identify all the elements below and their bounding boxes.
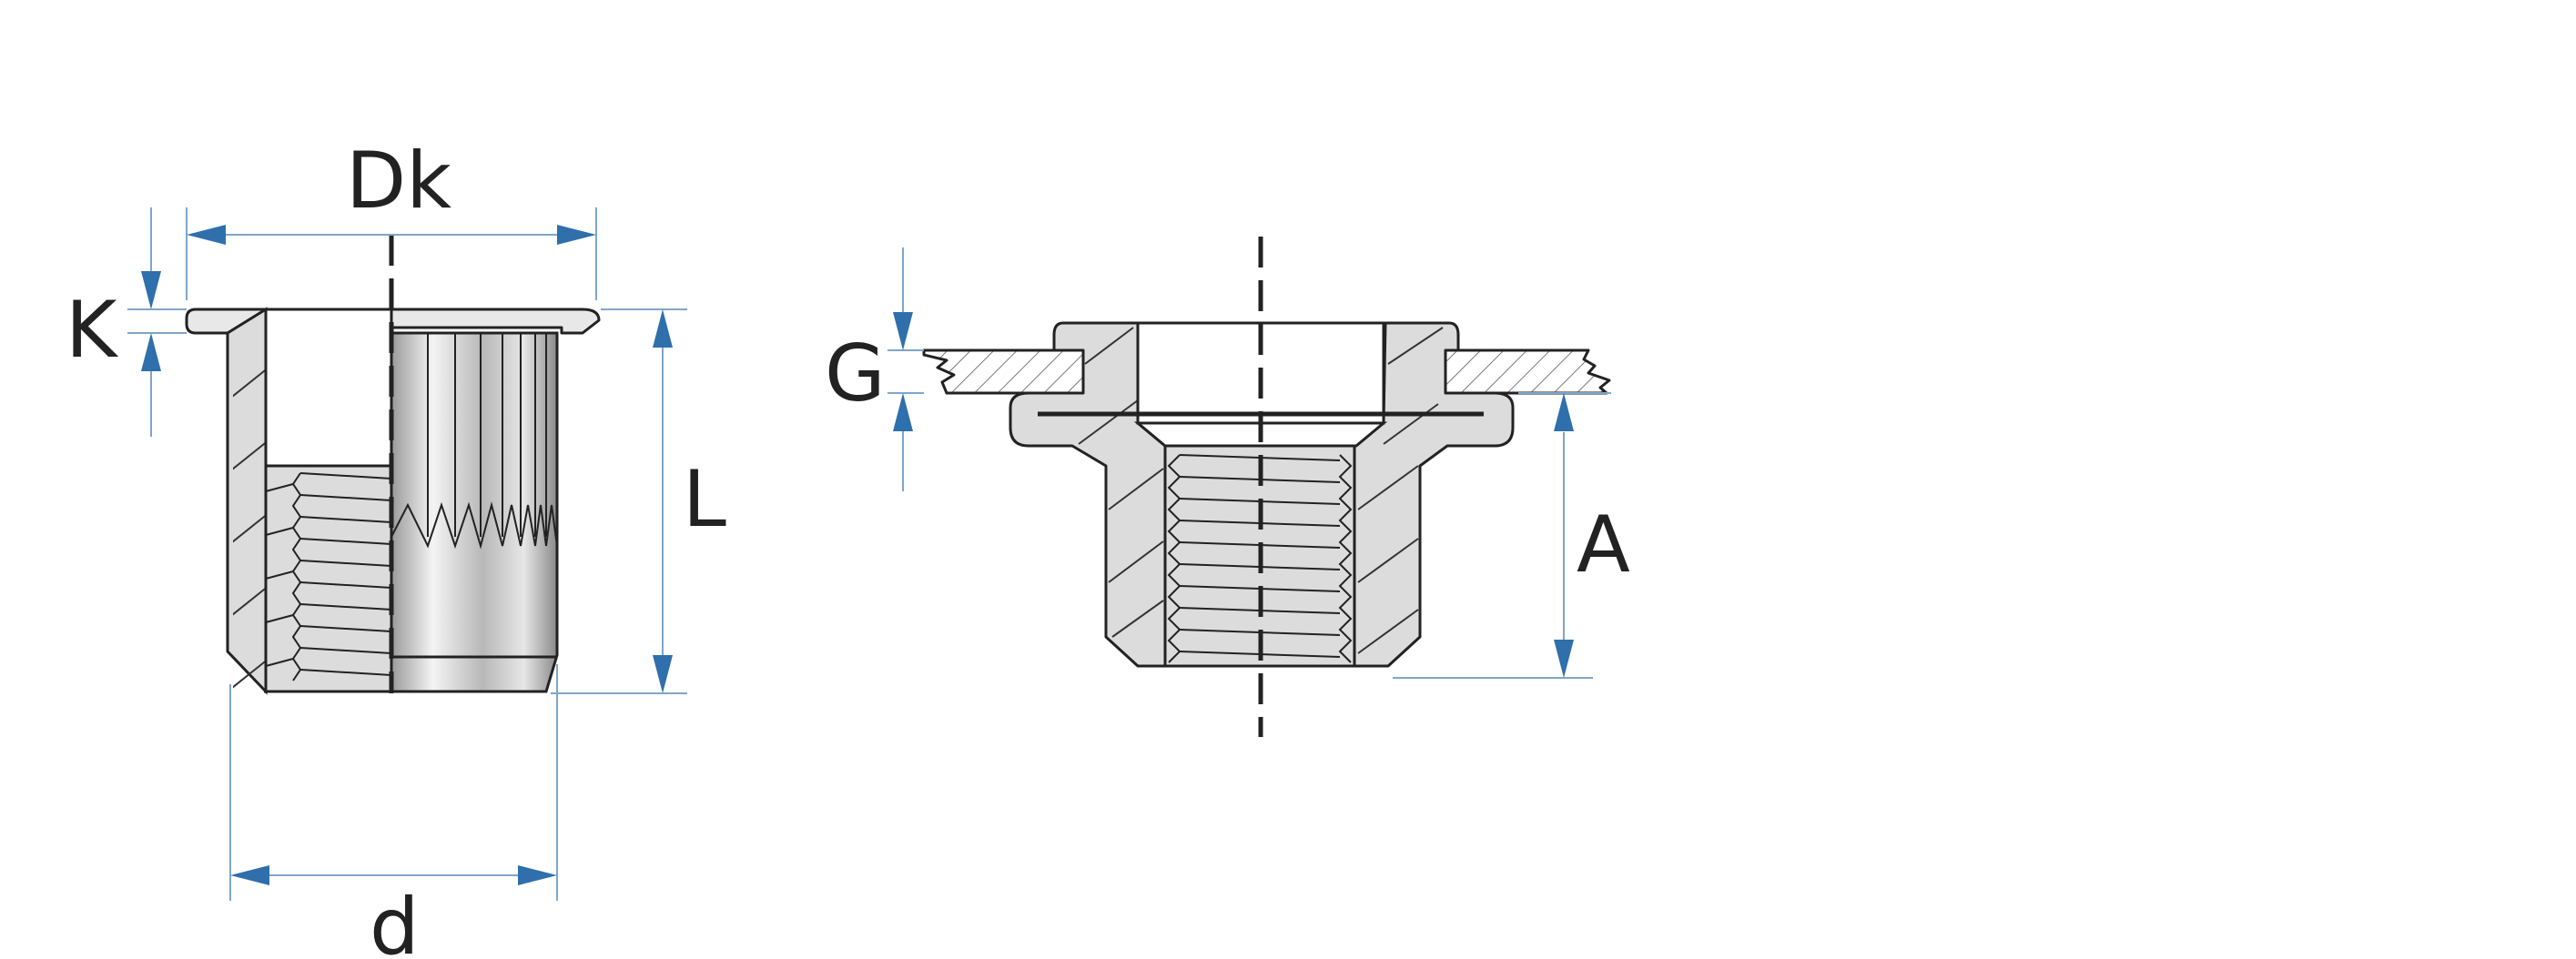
dimension-arrows-right (893, 312, 1574, 678)
body-hatch (1078, 327, 1444, 654)
dimension-arrows-left (141, 225, 673, 885)
label-dk: Dk (346, 136, 451, 227)
knurl (390, 333, 558, 550)
label-l: L (683, 454, 726, 545)
label-k: K (66, 285, 119, 376)
rivet-nut-half-section (185, 235, 601, 695)
thread-lines (265, 472, 392, 681)
shank-exterior (390, 331, 559, 693)
sectioned-wall (226, 307, 268, 695)
label-g: G (825, 328, 886, 419)
label-a: A (1577, 500, 1630, 591)
deformed-body-right (1353, 321, 1515, 668)
thread-lines-right (1167, 454, 1353, 663)
label-d: d (370, 882, 420, 959)
plate-left (922, 348, 1085, 395)
counterbore (264, 308, 393, 468)
dimensions-left (127, 207, 687, 901)
rivet-nut-installed-section (922, 237, 1611, 737)
plate-right (1444, 348, 1611, 395)
